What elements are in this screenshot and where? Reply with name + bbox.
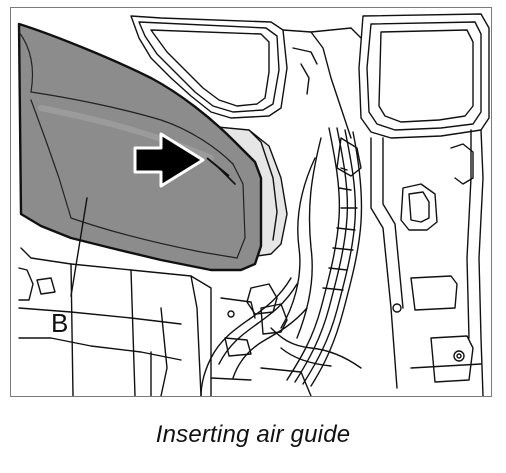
figure-caption: Inserting air guide [155, 421, 351, 448]
right-side-structure [370, 129, 484, 396]
illustration-frame: B [10, 7, 492, 397]
callout-label-b: B [51, 308, 68, 338]
arrow-right-icon [133, 132, 230, 188]
callout-leader-line [70, 197, 88, 297]
lower-structure [18, 247, 312, 396]
wiring-harness [200, 127, 363, 396]
upper-frame-structure [130, 13, 490, 139]
technical-illustration: B [17, 13, 490, 396]
